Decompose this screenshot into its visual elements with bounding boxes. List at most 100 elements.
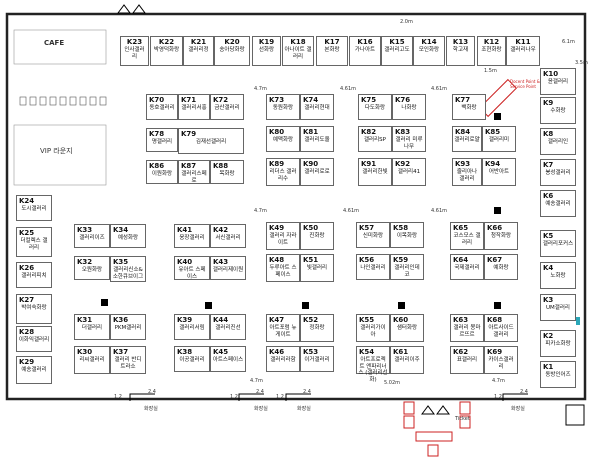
booth-gallery-name: 선화랑 — [258, 47, 275, 53]
booth-code: K13 — [452, 38, 469, 46]
booth-code: K86 — [149, 162, 165, 170]
booth-code: K56 — [359, 256, 375, 264]
booth-gallery-name: 본화랑 — [324, 47, 340, 53]
dimension-label: 4.61m — [340, 86, 357, 92]
